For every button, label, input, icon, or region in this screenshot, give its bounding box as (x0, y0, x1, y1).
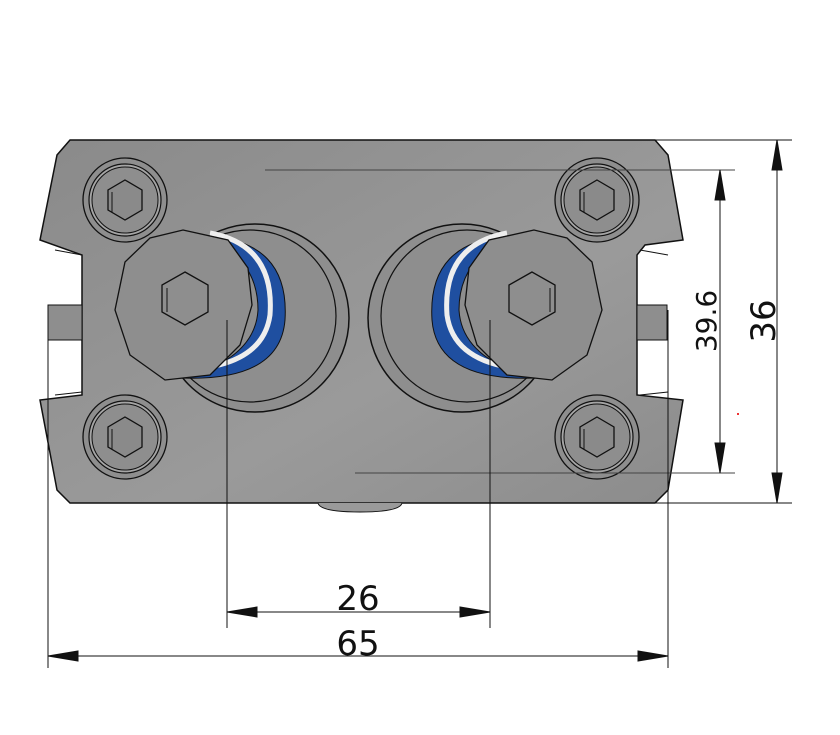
mounting-screw-icon (82, 157, 168, 243)
dimension-label-65: 65 (336, 624, 379, 664)
dimension-line-26 (226, 606, 491, 618)
dimension-label-39-6: 39.6 (690, 290, 723, 352)
extension-lines (47, 139, 792, 668)
dimension-line-39-6 (714, 169, 726, 474)
mounting-screw-icon (82, 394, 168, 480)
mounting-screw-icon (554, 157, 640, 243)
piston-nut-right (367, 223, 603, 413)
dimension-line-65 (47, 650, 669, 662)
dimension-line-36 (771, 139, 783, 504)
dimension-label-26: 26 (336, 579, 379, 619)
piston-nut-left (114, 223, 350, 413)
mounting-screw-icon (554, 394, 640, 480)
cylinder-body (39, 139, 684, 513)
dimension-label-36: 36 (744, 299, 784, 342)
